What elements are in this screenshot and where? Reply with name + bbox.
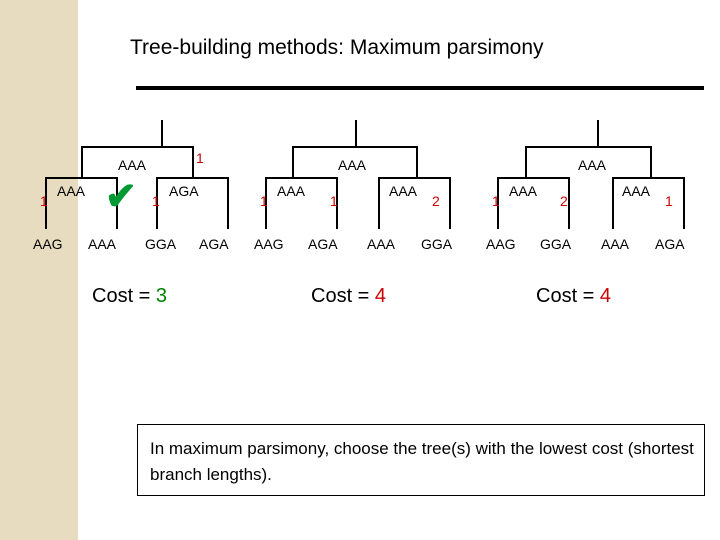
- tree-1-leaf3-branch: [156, 177, 158, 229]
- tree-2-root-bar: [292, 146, 417, 148]
- tree-3-left-cost-2: 2: [560, 193, 568, 209]
- tree-2-cost: Cost = 4: [311, 285, 386, 308]
- tree-2-leaf-2: AGA: [308, 236, 338, 252]
- tree-3-leaf3-branch: [612, 177, 614, 229]
- tree-1-left-cost: 1: [40, 193, 48, 209]
- tree-1-root-cost: 1: [196, 150, 204, 166]
- tree-2-leaf1-branch: [265, 177, 267, 229]
- tree-1-leaf-4: AGA: [199, 236, 229, 252]
- tree-1-right-internal-label: AGA: [169, 183, 199, 199]
- tree-1-root-stem: [161, 120, 163, 148]
- tree-1-left-internal-label: AAA: [57, 183, 86, 199]
- tree-3-root-bar: [525, 146, 651, 148]
- tree-3-leaf-4: AGA: [655, 236, 685, 252]
- tree-3-leaf4-branch: [683, 177, 685, 229]
- tree-1-root-right-branch: [192, 146, 194, 178]
- tree-1-right-bar: [156, 177, 228, 179]
- tree-3-cost-value: 4: [599, 285, 612, 307]
- tree-1-root-bar: [81, 146, 193, 148]
- title-underline: [136, 86, 704, 90]
- tree-1-cost-value: 3: [155, 285, 168, 307]
- tree-1-leaf4-branch: [227, 177, 229, 229]
- tree-2-cost-label: Cost =: [311, 285, 370, 307]
- tree-2-left-internal-label: AAA: [277, 183, 306, 199]
- tree-1-leaf2-branch: [116, 177, 118, 229]
- tree-3-right-cost: 1: [665, 193, 673, 209]
- tree-2-root-right-branch: [416, 146, 418, 178]
- tree-2-leaf-3: AAA: [367, 236, 396, 252]
- tree-1-cost-label: Cost =: [92, 285, 151, 307]
- tree-1-leaf-3: GGA: [145, 236, 177, 252]
- tree-1-left-bar: [45, 177, 117, 179]
- tree-1-right-cost: 1: [152, 193, 160, 209]
- tree-2-right-bar: [378, 177, 450, 179]
- tree-1-root-label: AAA: [118, 157, 147, 173]
- tree-2-leaf4-branch: [449, 177, 451, 229]
- tree-2-cost-value: 4: [374, 285, 387, 307]
- tree-3-leaf1-branch: [497, 177, 499, 229]
- tree-2-root-label: AAA: [338, 157, 367, 173]
- note-text: In maximum parsimony, choose the tree(s)…: [150, 439, 694, 484]
- tree-3-root-stem: [597, 120, 599, 148]
- tree-3-right-bar: [612, 177, 684, 179]
- tree-2-left-cost: 1: [260, 193, 268, 209]
- tree-2-leaf2-branch: [336, 177, 338, 229]
- tree-3-root-left-branch: [525, 146, 527, 178]
- checkmark-icon: ✔: [105, 176, 137, 218]
- tree-2-root-stem: [355, 120, 357, 148]
- tree-3-right-internal-label: AAA: [622, 183, 651, 199]
- tree-3-left-bar: [497, 177, 569, 179]
- tree-1-leaf-2: AAA: [88, 236, 117, 252]
- tree-1-root-left-branch: [81, 146, 83, 178]
- tree-2-left-bar: [265, 177, 337, 179]
- tree-3-root-right-branch: [650, 146, 652, 178]
- tree-2-root-left-branch: [292, 146, 294, 178]
- tree-2-leaf-1: AAG: [254, 236, 284, 252]
- page-title: Tree-building methods: Maximum parsimony: [130, 36, 544, 59]
- tree-1-leaf1-branch: [45, 177, 47, 229]
- tree-1-cost: Cost = 3: [92, 285, 167, 308]
- tree-3-left-internal-label: AAA: [509, 183, 538, 199]
- tree-3-left-cost: 1: [492, 193, 500, 209]
- tree-2-right-cost: 2: [432, 193, 440, 209]
- tree-3-leaf-1: AAG: [486, 236, 516, 252]
- tree-3-cost: Cost = 4: [536, 285, 611, 308]
- tree-2-left-cost-2: 1: [330, 193, 338, 209]
- tree-3-leaf2-branch: [568, 177, 570, 229]
- tree-2-leaf-4: GGA: [421, 236, 453, 252]
- tree-2-leaf3-branch: [378, 177, 380, 229]
- tree-1-leaf-1: AAG: [33, 236, 63, 252]
- tree-3-leaf-3: AAA: [601, 236, 630, 252]
- tree-2-right-internal-label: AAA: [389, 183, 418, 199]
- tree-3-cost-label: Cost =: [536, 285, 595, 307]
- decorative-left-band: [0, 0, 78, 540]
- tree-3-leaf-2: GGA: [540, 236, 572, 252]
- tree-3-root-label: AAA: [578, 157, 607, 173]
- note-box: In maximum parsimony, choose the tree(s)…: [137, 424, 705, 496]
